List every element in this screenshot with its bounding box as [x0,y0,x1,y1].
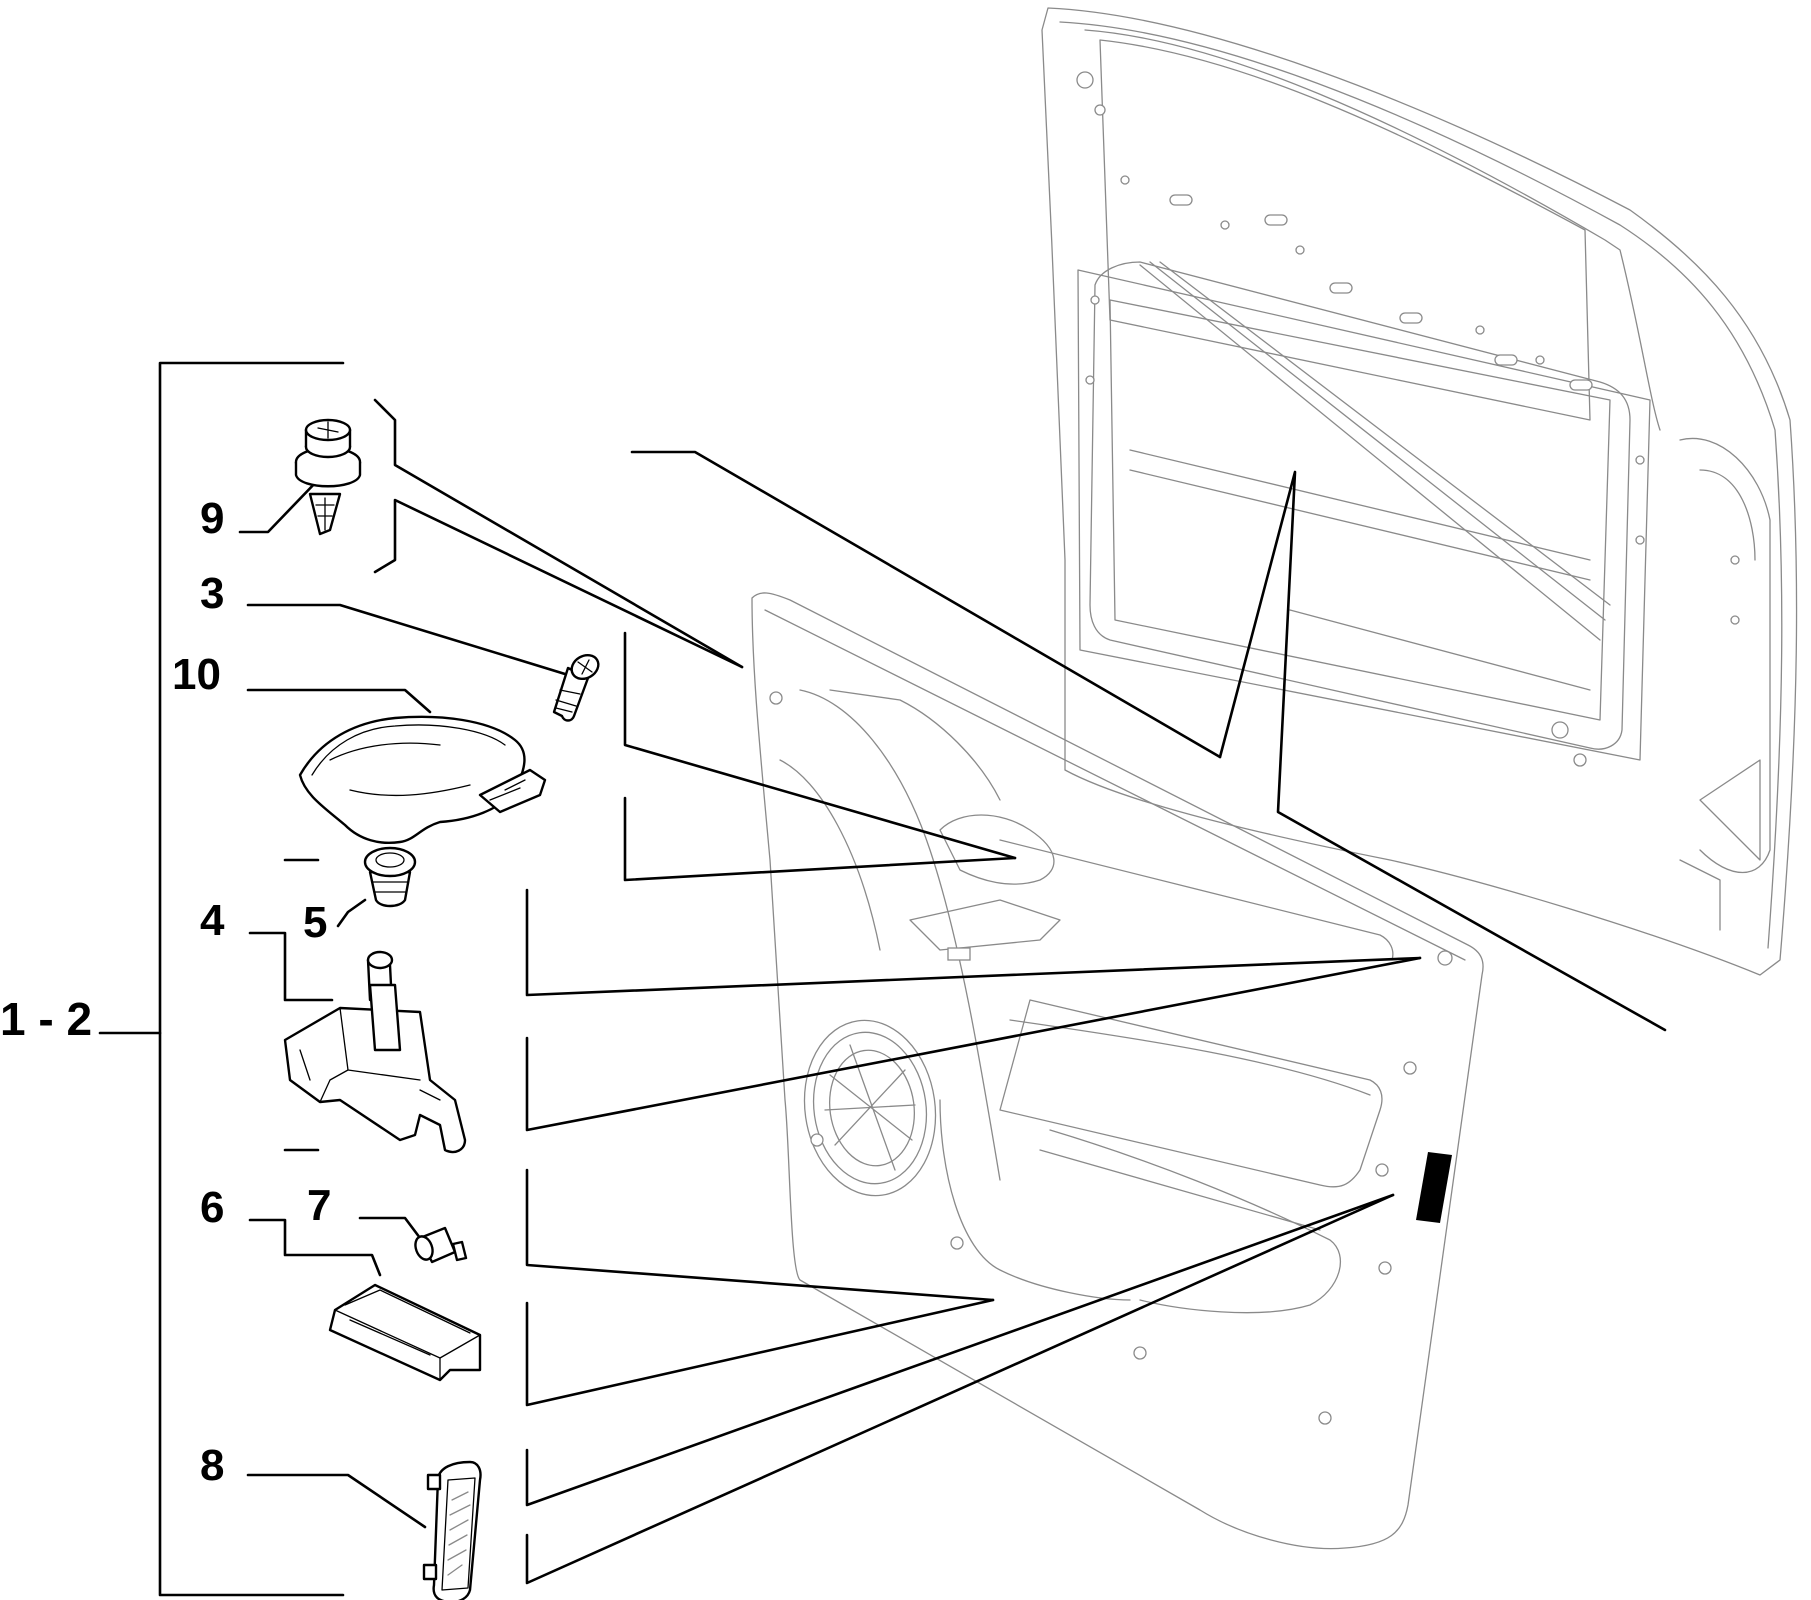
leader-lines [98,361,1667,1597]
callout-4: 4 [200,896,225,945]
part-10-handle-cover [298,715,547,844]
callout-labels: 1 - 2 9 3 10 4 5 6 7 8 [0,494,331,1490]
callout-5: 5 [303,898,327,947]
callout-8: 8 [200,1441,224,1490]
callout-6: 6 [200,1183,224,1232]
part-3-screw [552,653,600,722]
callout-leaders [238,478,567,1529]
callout-9: 9 [200,494,224,543]
part-9-push-clip [294,418,362,536]
part-5-cap [363,846,417,908]
part-4-switch-housing [283,950,467,1154]
part-6-lamp-housing [328,1283,482,1382]
part-8-reflector [422,1460,482,1600]
door-frame [1041,7,1798,976]
callout-3: 3 [200,569,224,618]
callout-assembly: 1 - 2 [0,993,92,1045]
part-7-bulb [414,1226,468,1264]
callout-7: 7 [307,1181,331,1230]
door-trim-panel [751,592,1484,1550]
callout-10: 10 [172,650,221,699]
